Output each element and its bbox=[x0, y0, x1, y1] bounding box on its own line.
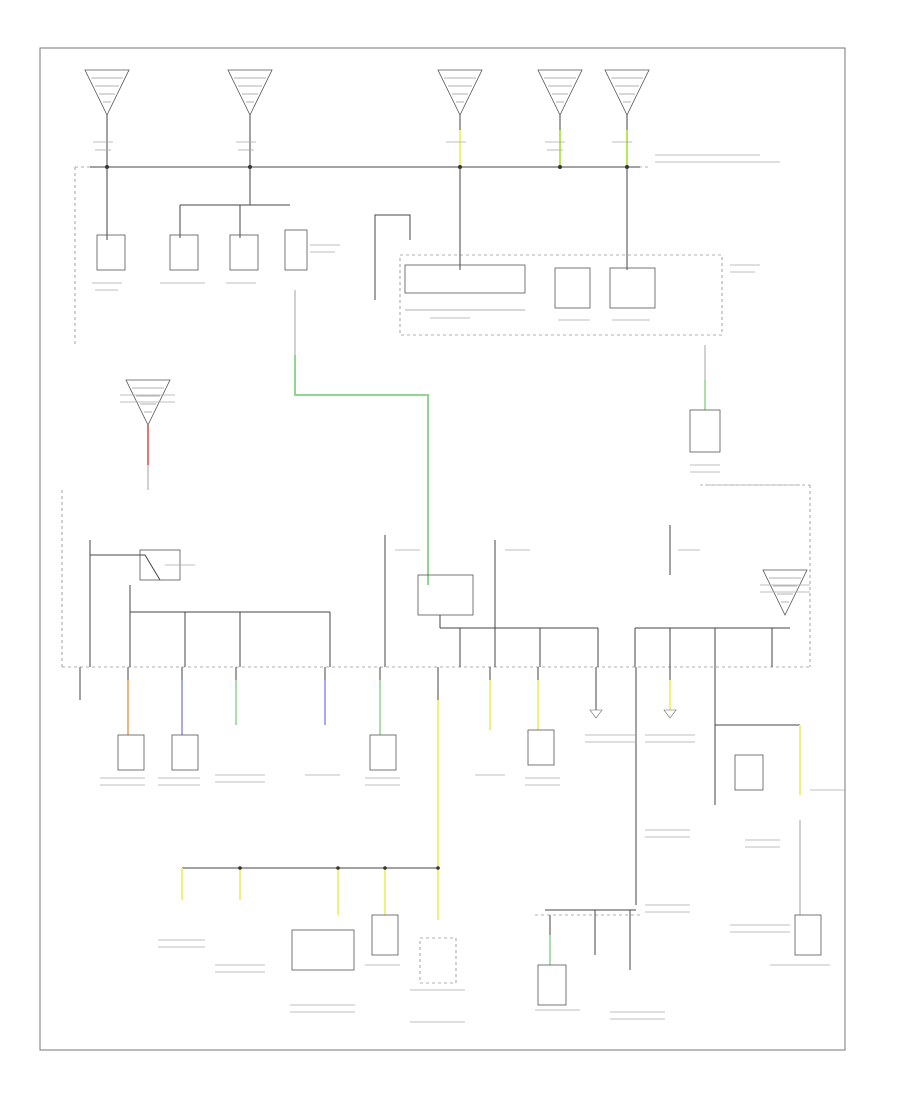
connector-icon bbox=[284, 229, 308, 271]
connector-icon bbox=[689, 409, 721, 453]
middle-fuse-block bbox=[61, 484, 811, 668]
ground-symbol-icon bbox=[227, 69, 273, 116]
connector-icon bbox=[527, 729, 555, 766]
ground-symbol-icon bbox=[84, 69, 130, 116]
connector-icon bbox=[171, 734, 199, 771]
ground-symbol-icon bbox=[604, 69, 650, 116]
relay-icon bbox=[734, 754, 764, 791]
bottom-right-section bbox=[535, 909, 640, 1006]
left-power-source bbox=[125, 379, 171, 490]
relay-icon bbox=[229, 234, 259, 271]
diagram-frame bbox=[39, 47, 846, 1051]
top-right-relay-box bbox=[374, 167, 723, 336]
connector-icon bbox=[117, 734, 145, 771]
relay-icon bbox=[609, 267, 656, 309]
connector-icon bbox=[794, 914, 822, 956]
connector-icon bbox=[419, 937, 457, 984]
ground-symbol-icon bbox=[762, 569, 808, 616]
control-relay-icon bbox=[404, 264, 526, 294]
ground-symbol-icon bbox=[437, 69, 483, 116]
right-side-drop bbox=[689, 345, 721, 453]
relay-icon bbox=[554, 267, 591, 309]
green-wire-run bbox=[294, 290, 429, 585]
top-left-components bbox=[96, 167, 308, 271]
ground-symbol-icon bbox=[125, 379, 171, 426]
relay-icon bbox=[417, 574, 474, 616]
ground-symbol-icon bbox=[537, 69, 583, 116]
connector-icon bbox=[369, 734, 397, 771]
relay-icon bbox=[169, 234, 199, 271]
top-power-sources bbox=[84, 69, 650, 116]
top-source-wires bbox=[106, 115, 628, 165]
connector-icon bbox=[291, 929, 355, 971]
bottom-yellow-bus bbox=[181, 866, 457, 984]
fuse-icon bbox=[96, 234, 126, 271]
alternator-icon bbox=[537, 964, 567, 1006]
caption-strokes bbox=[92, 141, 845, 1023]
lower-branch-wires bbox=[79, 667, 822, 956]
connector-icon bbox=[371, 914, 399, 956]
